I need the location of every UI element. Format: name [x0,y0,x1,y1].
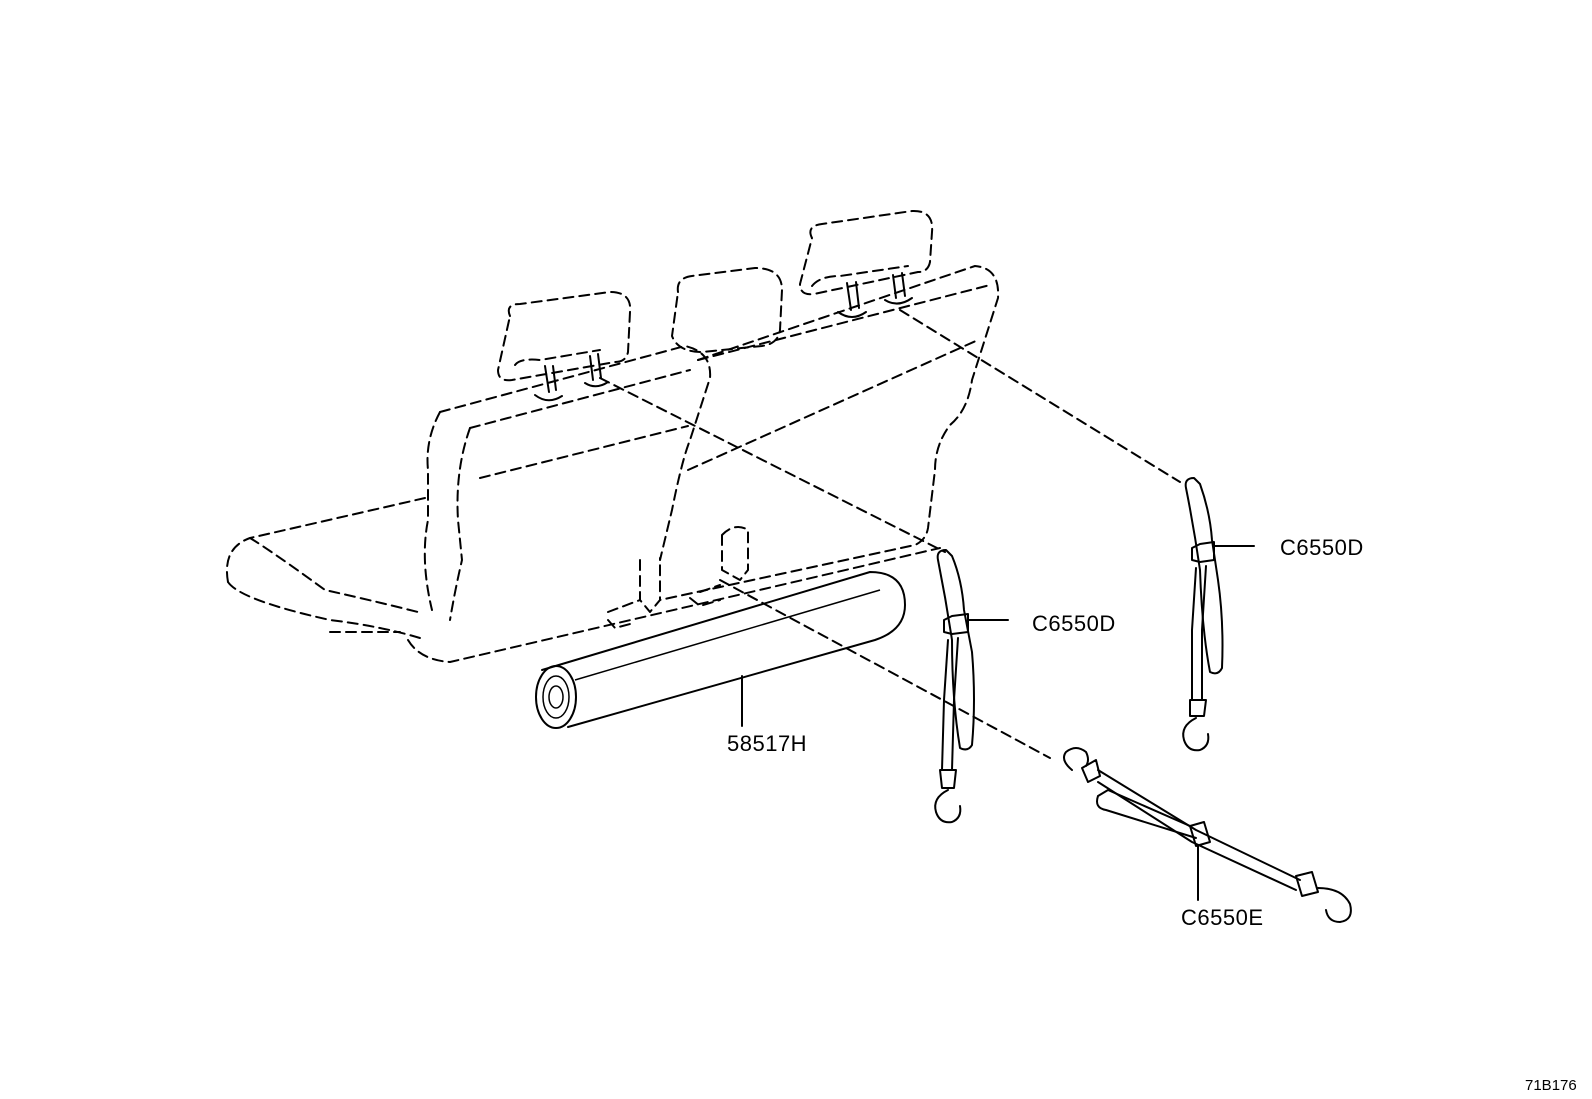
part-label-58517H: 58517H [727,731,807,756]
strap-upper-right [1182,477,1255,752]
headrest-left [497,291,632,402]
part-label-C6550D-right: C6550D [1280,535,1364,560]
headrest-right [799,209,934,318]
part-label-C6550D-middle: C6550D [1032,611,1116,636]
rear-seat-outline [226,265,1000,663]
attachment-leader-lines [599,309,1181,759]
strap-lower [1063,747,1352,923]
headrest-center [671,267,783,353]
part-label-C6550E: C6550E [1181,905,1264,930]
tonneau-roll-cover [535,571,906,729]
strap-middle [934,549,1009,824]
illustration-reference-number: 71B176 [1525,1077,1577,1094]
